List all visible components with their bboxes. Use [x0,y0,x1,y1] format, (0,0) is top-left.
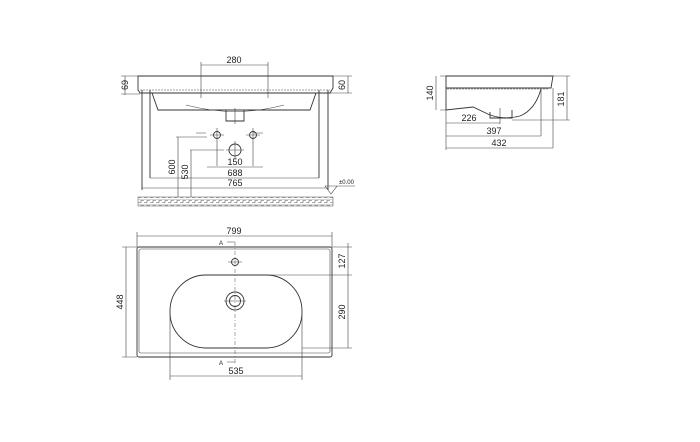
basin-bowl-profile [151,92,317,111]
dim-280: 280 [226,55,241,65]
dim-397: 397 [486,126,501,136]
dim-530: 530 [180,164,190,179]
side-slab [445,75,554,89]
level-label: ±0.00 [339,180,355,186]
dim-600: 600 [167,159,177,174]
dim-69: 69 [120,80,130,90]
dim-290: 290 [337,304,347,319]
dim-150: 150 [227,157,242,167]
section-mark-top: A [219,241,223,247]
dim-127: 127 [337,253,347,268]
dim-181: 181 [556,91,566,106]
tap-holes [176,85,269,166]
cabinet-outline [141,90,329,190]
dim-688: 688 [227,168,242,178]
side-bowl-profile [445,88,542,119]
front-view: 280 69 60 600 150 530 150 688 765 ±0.00 [120,55,355,207]
dim-765: 765 [227,178,242,188]
basin-bowl-top [169,274,303,349]
side-view: 140 181 226 397 432 [425,75,570,150]
top-outline [136,246,333,358]
basin-top-slab [137,75,334,94]
dim-799: 799 [226,226,241,236]
dim-226: 226 [461,113,476,123]
dim-535: 535 [228,366,243,376]
dim-448: 448 [115,294,125,309]
dim-140: 140 [425,85,435,100]
section-mark-bottom: A [219,361,223,367]
dim-432: 432 [491,138,506,148]
top-view: A A 799 448 127 290 535 [115,226,352,380]
level-marker-icon [324,185,355,195]
dim-60: 60 [337,80,347,90]
dimensions-front: 280 69 60 600 150 530 150 688 765 [120,55,352,198]
floor-hatch [137,196,334,207]
